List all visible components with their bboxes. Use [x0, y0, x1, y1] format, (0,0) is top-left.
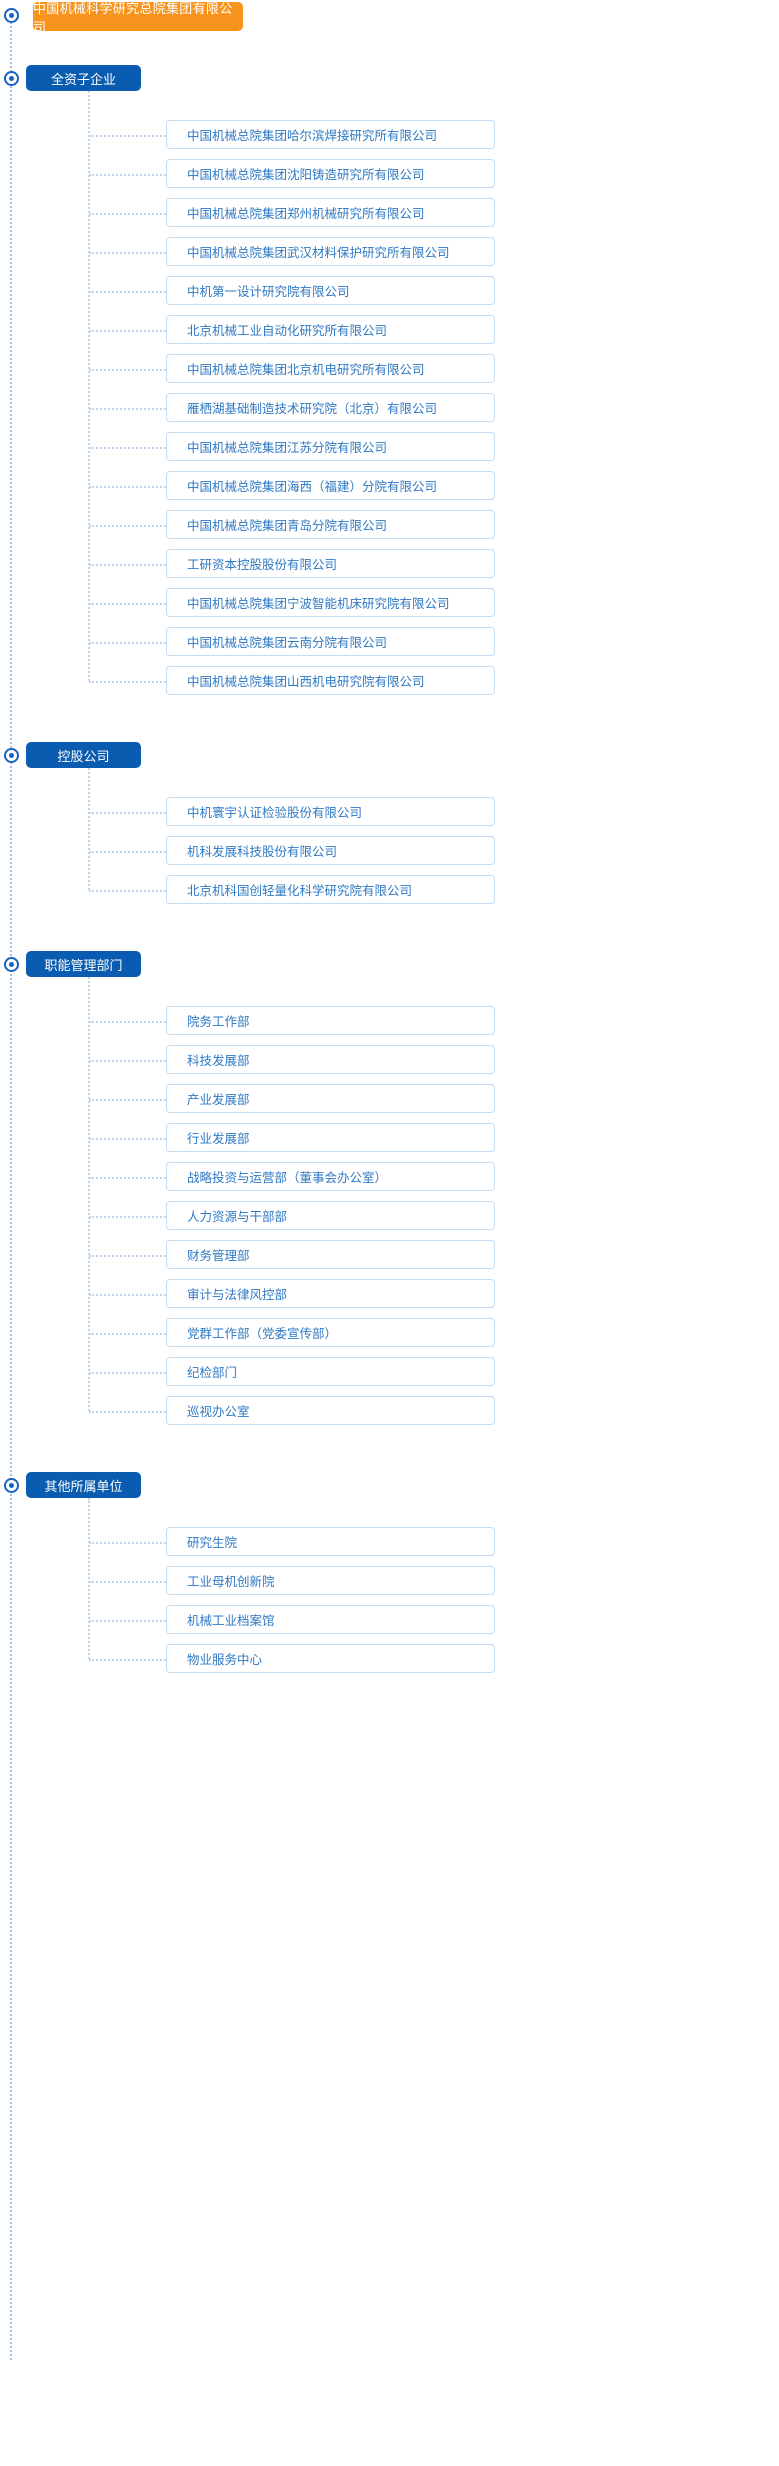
leaf-connector	[89, 889, 166, 892]
leaf-connector	[89, 1098, 166, 1101]
group-bullet-icon-2	[4, 956, 19, 972]
leaf-node[interactable]: 产业发展部	[166, 1084, 495, 1113]
leaf-node[interactable]: 人力资源与干部部	[166, 1201, 495, 1230]
group-header[interactable]: 全资子企业	[26, 65, 141, 91]
leaf-node[interactable]: 中国机械总院集团沈阳铸造研究所有限公司	[166, 159, 495, 188]
leaf-node[interactable]: 北京机科国创轻量化科学研究院有限公司	[166, 875, 495, 904]
group-header[interactable]: 其他所属单位	[26, 1472, 141, 1498]
leaf-connector	[89, 1410, 166, 1413]
root-node-company[interactable]: 中国机械科学研究总院集团有限公司	[33, 1, 243, 35]
leaf-node[interactable]: 研究生院	[166, 1527, 495, 1556]
leaf-connector	[89, 368, 166, 371]
group-header[interactable]: 控股公司	[26, 742, 141, 768]
leaf-connector	[89, 524, 166, 527]
leaf-node[interactable]: 行业发展部	[166, 1123, 495, 1152]
leaf-connector	[89, 1254, 166, 1257]
leaf-node[interactable]: 战略投资与运营部（董事会办公室）	[166, 1162, 495, 1191]
leaf-node[interactable]: 中国机械总院集团宁波智能机床研究院有限公司	[166, 588, 495, 617]
leaf-node[interactable]: 机械工业档案馆	[166, 1605, 495, 1634]
leaf-connector	[89, 1137, 166, 1140]
leaf-node[interactable]: 中国机械总院集团郑州机械研究所有限公司	[166, 198, 495, 227]
group-vertical-connector	[88, 91, 90, 681]
leaf-node[interactable]: 中机第一设计研究院有限公司	[166, 276, 495, 305]
group-bullet-icon-3	[4, 1477, 19, 1493]
leaf-connector	[89, 850, 166, 853]
leaf-node[interactable]: 党群工作部（党委宣传部）	[166, 1318, 495, 1347]
leaf-connector	[89, 1176, 166, 1179]
root-bullet-icon	[4, 8, 19, 23]
leaf-node[interactable]: 工研资本控股股份有限公司	[166, 549, 495, 578]
leaf-node[interactable]: 纪检部门	[166, 1357, 495, 1386]
leaf-node[interactable]: 物业服务中心	[166, 1644, 495, 1673]
group-bullet-icon-0	[4, 70, 19, 86]
leaf-connector	[89, 1059, 166, 1062]
group-vertical-connector	[88, 1498, 90, 1659]
leaf-connector	[89, 1619, 166, 1622]
leaf-connector	[89, 407, 166, 410]
leaf-node[interactable]: 财务管理部	[166, 1240, 495, 1269]
main-vertical-connector	[10, 14, 12, 2360]
leaf-connector	[89, 1215, 166, 1218]
leaf-connector	[89, 1580, 166, 1583]
leaf-connector	[89, 563, 166, 566]
leaf-node[interactable]: 中国机械总院集团哈尔滨焊接研究所有限公司	[166, 120, 495, 149]
leaf-node[interactable]: 中国机械总院集团江苏分院有限公司	[166, 432, 495, 461]
leaf-connector	[89, 212, 166, 215]
leaf-connector	[89, 1541, 166, 1544]
leaf-connector	[89, 485, 166, 488]
leaf-node[interactable]: 机科发展科技股份有限公司	[166, 836, 495, 865]
leaf-connector	[89, 329, 166, 332]
leaf-node[interactable]: 中国机械总院集团海西（福建）分院有限公司	[166, 471, 495, 500]
leaf-connector	[89, 446, 166, 449]
leaf-node[interactable]: 北京机械工业自动化研究所有限公司	[166, 315, 495, 344]
leaf-connector	[89, 602, 166, 605]
leaf-connector	[89, 1658, 166, 1661]
leaf-connector	[89, 173, 166, 176]
group-header[interactable]: 职能管理部门	[26, 951, 141, 977]
leaf-node[interactable]: 中国机械总院集团山西机电研究院有限公司	[166, 666, 495, 695]
leaf-connector	[89, 134, 166, 137]
leaf-node[interactable]: 中国机械总院集团武汉材料保护研究所有限公司	[166, 237, 495, 266]
leaf-connector	[89, 1332, 166, 1335]
leaf-node[interactable]: 中机寰宇认证检验股份有限公司	[166, 797, 495, 826]
leaf-connector	[89, 1371, 166, 1374]
leaf-connector	[89, 1293, 166, 1296]
leaf-connector	[89, 290, 166, 293]
leaf-node[interactable]: 院务工作部	[166, 1006, 495, 1035]
leaf-node[interactable]: 科技发展部	[166, 1045, 495, 1074]
leaf-connector	[89, 1020, 166, 1023]
leaf-node[interactable]: 中国机械总院集团北京机电研究所有限公司	[166, 354, 495, 383]
group-vertical-connector	[88, 977, 90, 1411]
group-bullet-icon-1	[4, 747, 19, 763]
leaf-connector	[89, 811, 166, 814]
leaf-node[interactable]: 中国机械总院集团青岛分院有限公司	[166, 510, 495, 539]
leaf-node[interactable]: 雁栖湖基础制造技术研究院（北京）有限公司	[166, 393, 495, 422]
leaf-connector	[89, 251, 166, 254]
leaf-connector	[89, 641, 166, 644]
leaf-connector	[89, 680, 166, 683]
group-vertical-connector	[88, 768, 90, 890]
leaf-node[interactable]: 中国机械总院集团云南分院有限公司	[166, 627, 495, 656]
leaf-node[interactable]: 巡视办公室	[166, 1396, 495, 1425]
leaf-node[interactable]: 审计与法律风控部	[166, 1279, 495, 1308]
leaf-node[interactable]: 工业母机创新院	[166, 1566, 495, 1595]
